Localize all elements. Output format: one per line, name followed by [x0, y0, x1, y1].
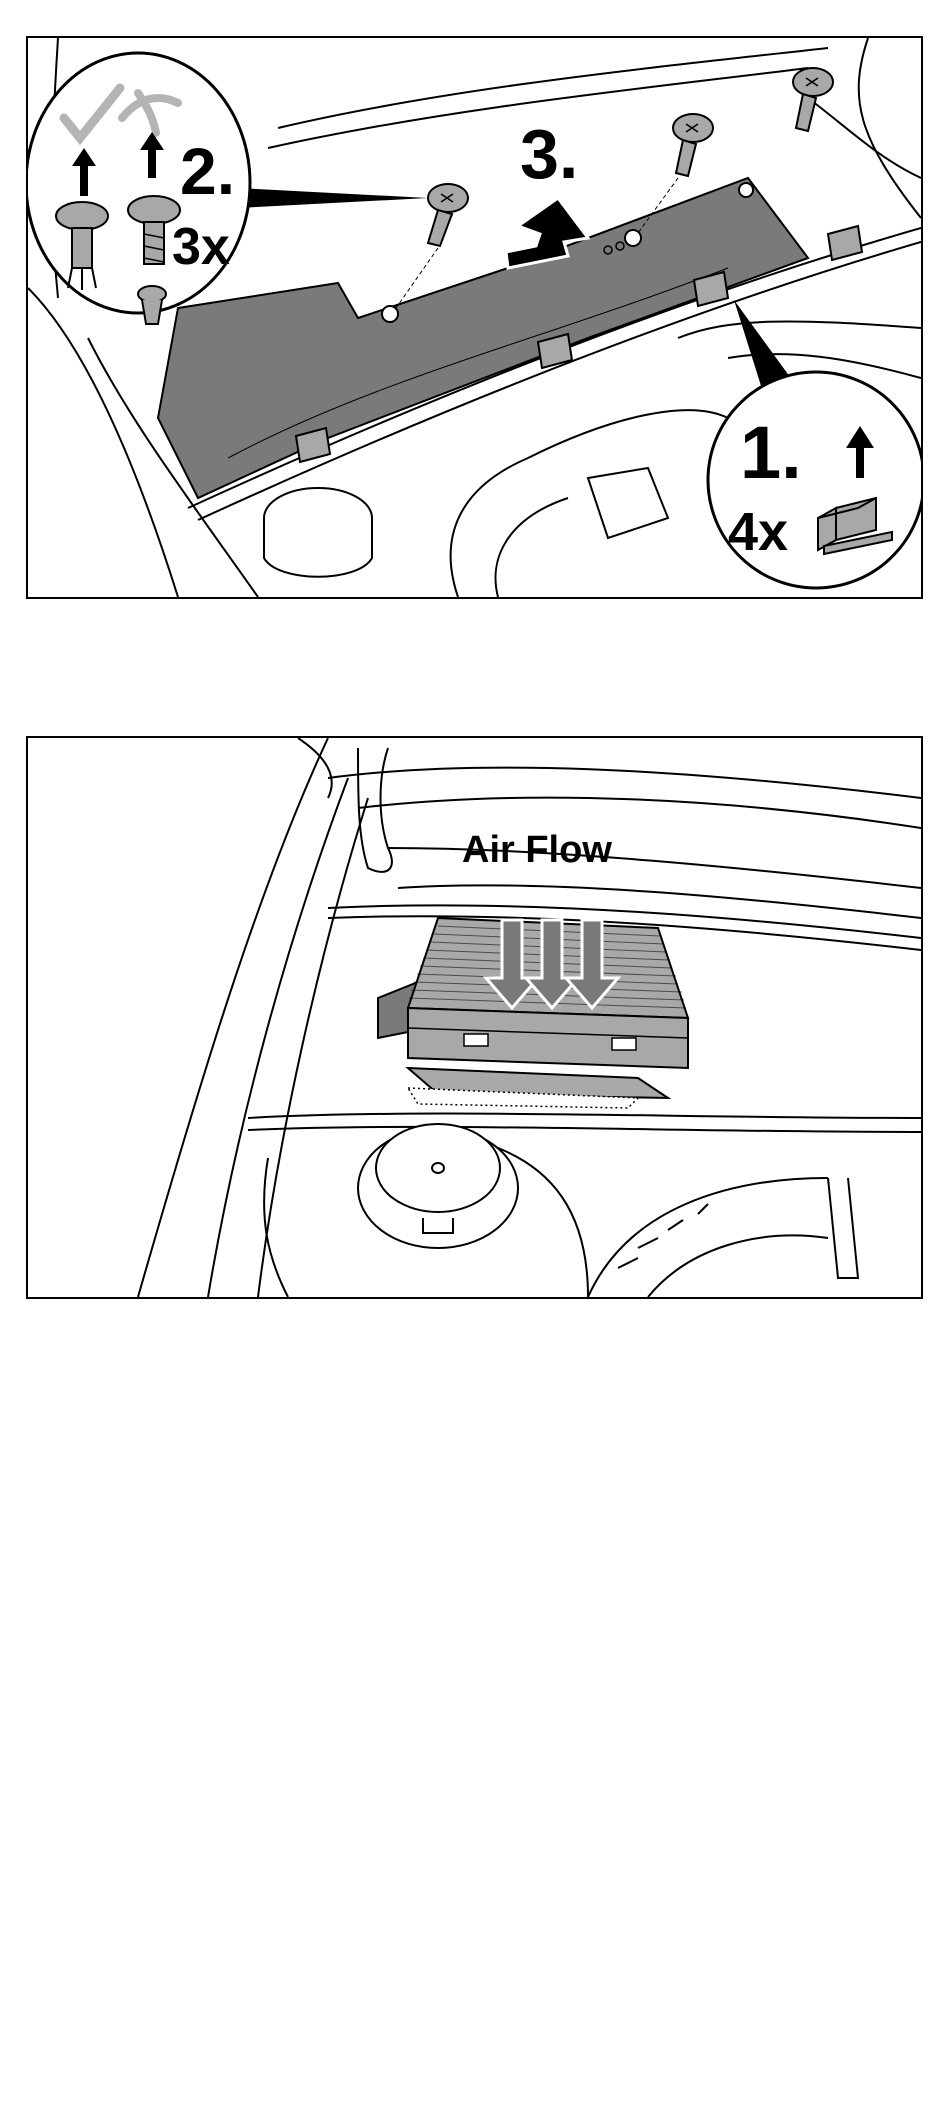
figure-cowl-panel-removal: 3. 2. 3x 1. 4x	[26, 36, 923, 599]
screw	[793, 68, 833, 131]
step1-label: 1.	[740, 411, 802, 494]
step1-callout: 1. 4x	[708, 372, 921, 588]
rivet-grommet	[138, 286, 166, 324]
step1-count: 4x	[728, 502, 788, 562]
screw-hole	[625, 230, 641, 246]
screw-hole	[739, 183, 753, 197]
screw	[428, 184, 468, 246]
air-intake-hose	[451, 410, 728, 597]
screw-hole	[382, 306, 398, 322]
callout-pointer	[238, 188, 428, 208]
step2-callout: 2. 3x	[28, 53, 250, 324]
reservoir-cap	[358, 1124, 518, 1248]
cowl-panel	[158, 178, 808, 498]
clip	[828, 226, 862, 260]
airflow-arrows-icon	[486, 920, 618, 1008]
air-intake-hose	[588, 1178, 858, 1297]
step2-count: 3x	[172, 218, 230, 276]
screw	[673, 114, 713, 176]
reservoir-cap	[264, 488, 372, 577]
step2-label: 2.	[180, 134, 235, 208]
airflow-label: Air Flow	[462, 829, 612, 871]
step3-label: 3.	[520, 115, 578, 193]
figure-cabin-filter-airflow: Air Flow	[26, 736, 923, 1299]
